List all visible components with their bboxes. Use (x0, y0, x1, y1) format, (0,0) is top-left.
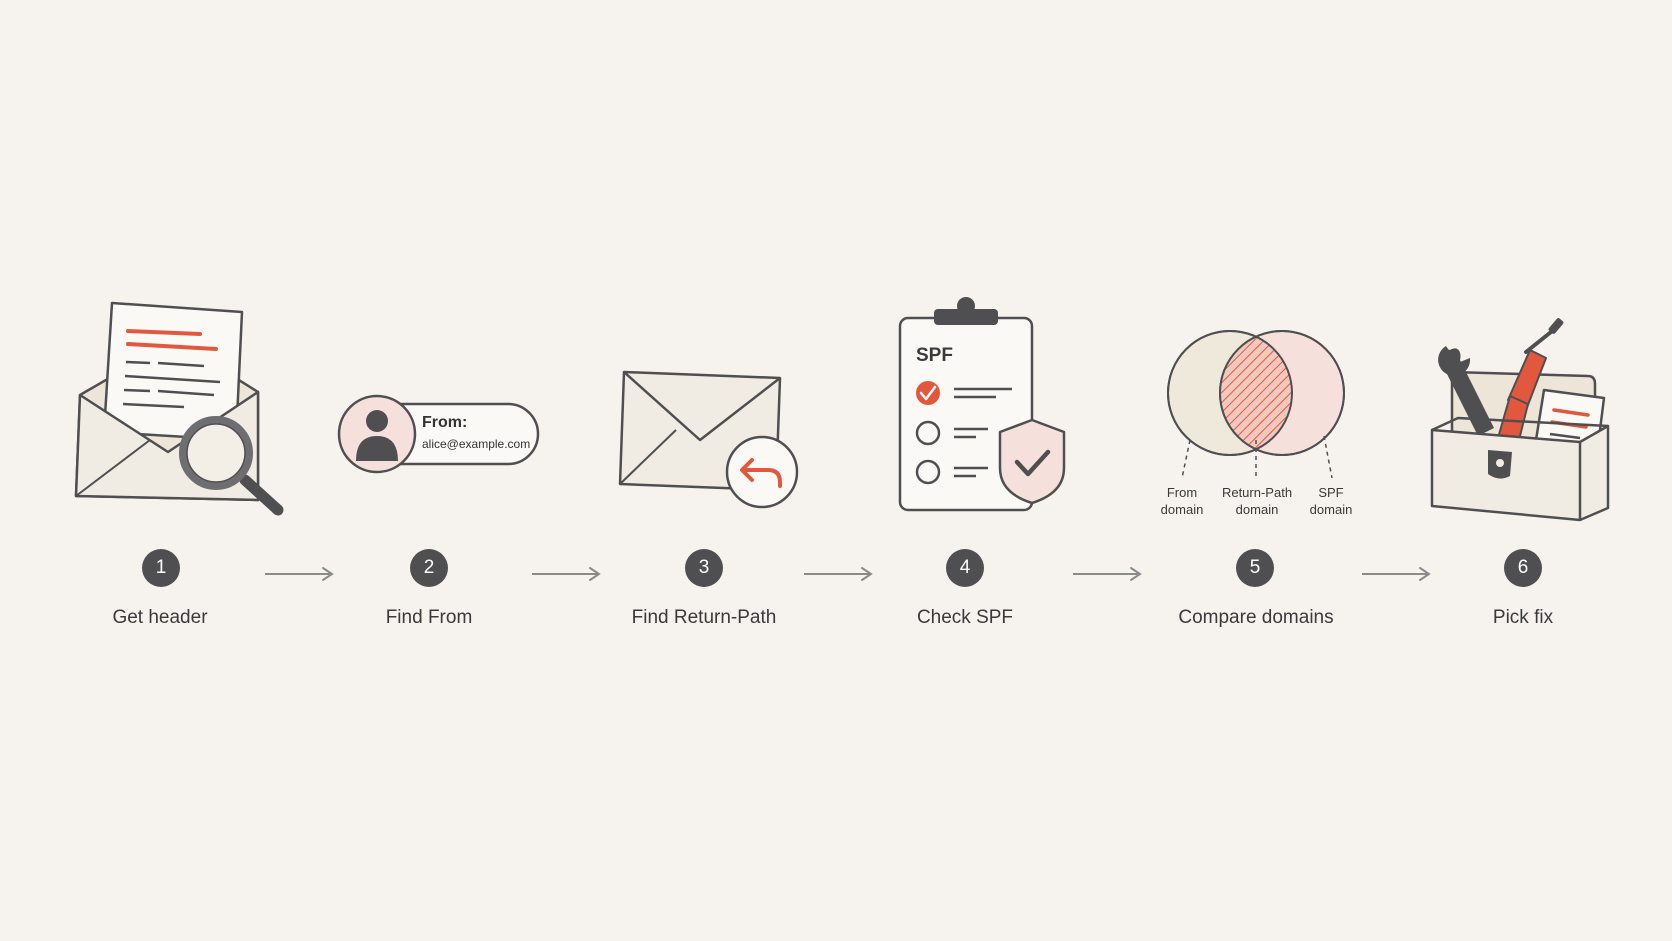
step-1-label: Get header (112, 607, 208, 628)
step-3-number: 3 (685, 549, 723, 587)
step-1-number: 1 (142, 549, 180, 587)
arrow-2-3 (532, 567, 601, 581)
arrow-1-2 (265, 567, 334, 581)
venn-domains-icon (1167, 330, 1345, 479)
step-5-label: Compare domains (1178, 607, 1334, 628)
step-4-label: Check SPF (916, 607, 1014, 628)
step-4-number: 4 (946, 549, 984, 587)
from-address-icon (337, 394, 540, 474)
from-card-title: From: (422, 414, 468, 431)
arrow-3-4 (804, 567, 873, 581)
step-5-number: 5 (1236, 549, 1274, 587)
arrow-5-6 (1362, 567, 1431, 581)
envelope-magnifier-icon (74, 301, 284, 516)
arrow-4-5 (1073, 567, 1142, 581)
from-card-email: alice@example.com (422, 437, 531, 451)
toolbox-icon (1430, 318, 1610, 522)
step-6-label: Pick fix (1492, 607, 1554, 628)
step-2-number: 2 (410, 549, 448, 587)
spf-checklist-icon (898, 297, 1066, 512)
step-2-label: Find From (385, 607, 473, 628)
envelope-reply-icon (618, 370, 799, 509)
step-3-label: Find Return-Path (631, 607, 777, 628)
step-6-number: 6 (1504, 549, 1542, 587)
spf-card-title: SPF (916, 345, 953, 366)
